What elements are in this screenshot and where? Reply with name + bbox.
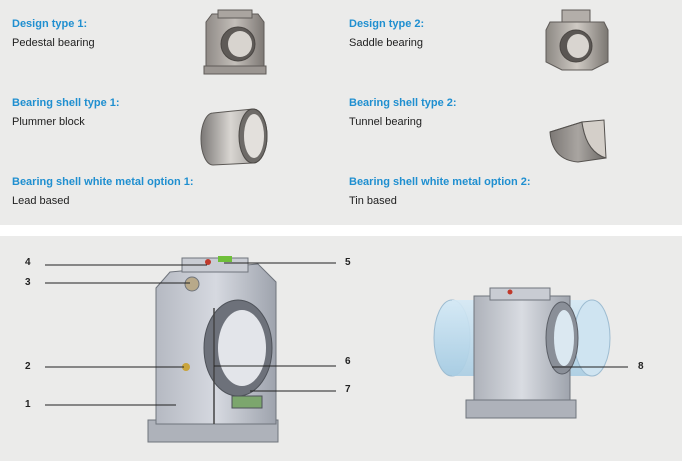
callout-5: 5 — [345, 257, 351, 268]
design-type-1: Design type 1: Pedestal bearing — [12, 17, 95, 51]
shell-type-2-heading: Bearing shell type 2: — [349, 97, 457, 109]
design-type-2-heading: Design type 2: — [349, 18, 425, 30]
plummer-block-shell-image — [200, 108, 268, 166]
shell-type-1-value: Plummer block — [12, 116, 85, 128]
design-type-2-value: Saddle bearing — [349, 37, 424, 49]
white-metal-option-2: Bearing shell white metal option 2: Tin … — [349, 175, 531, 209]
callout-3: 3 — [25, 277, 31, 288]
shell-type-1: Bearing shell type 1: Plummer block — [12, 96, 120, 130]
callout-7: 7 — [345, 384, 351, 395]
callout-6: 6 — [345, 356, 351, 367]
callout-lines — [45, 262, 628, 406]
bearing-diagram-panel: 4 3 2 1 5 6 7 8 — [0, 236, 682, 461]
tunnel-bearing-shell-image — [549, 119, 607, 163]
white-metal-option-1-heading: Bearing shell white metal option 1: — [12, 176, 194, 188]
shell-type-1-heading: Bearing shell type 1: — [12, 97, 120, 109]
white-metal-option-2-heading: Bearing shell white metal option 2: — [349, 176, 531, 188]
callout-4: 4 — [25, 257, 31, 268]
bearing-options-panel: Design type 1: Pedestal bearing Design t… — [0, 0, 682, 225]
design-type-2: Design type 2: Saddle bearing — [349, 17, 424, 51]
saddle-bearing-image — [545, 9, 609, 71]
design-type-1-value: Pedestal bearing — [12, 37, 95, 49]
pedestal-bearing-image — [203, 9, 267, 75]
white-metal-option-1-value: Lead based — [12, 195, 70, 207]
callout-1: 1 — [25, 399, 31, 410]
white-metal-option-2-value: Tin based — [349, 195, 397, 207]
shell-type-2: Bearing shell type 2: Tunnel bearing — [349, 96, 457, 130]
saddle-bearing-assembly — [433, 287, 611, 419]
white-metal-option-1: Bearing shell white metal option 1: Lead… — [12, 175, 194, 209]
shell-type-2-value: Tunnel bearing — [349, 116, 422, 128]
callout-8: 8 — [638, 361, 644, 372]
callout-2: 2 — [25, 361, 31, 372]
design-type-1-heading: Design type 1: — [12, 18, 88, 30]
